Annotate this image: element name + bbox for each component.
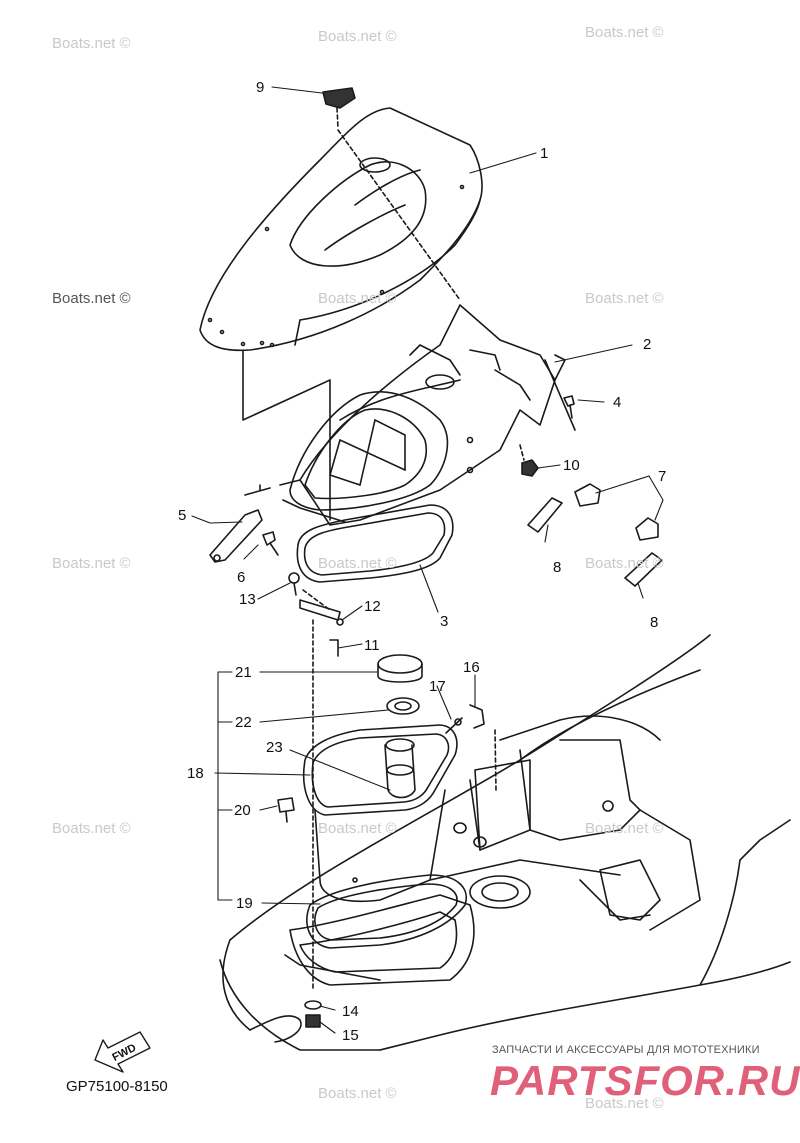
seal-part-3 (296, 504, 454, 583)
callout-17: 17 (429, 678, 446, 695)
callout-14: 14 (342, 1003, 359, 1020)
callout-20: 20 (234, 802, 251, 819)
callout-8: 8 (553, 559, 561, 576)
callout-10: 10 (563, 457, 580, 474)
callout-9: 9 (256, 79, 264, 96)
clip-parts-16-17 (445, 704, 497, 791)
brand-logo: PARTSFOR.RU (490, 1057, 800, 1104)
callout-3: 3 (440, 613, 448, 630)
callout-21: 21 (235, 664, 252, 681)
footer-tagline: ЗАПЧАСТИ И АКСЕССУАРЫ ДЛЯ МОТОТЕХНИКИ (492, 1044, 760, 1056)
watermark: Boats.net © (52, 35, 131, 52)
callout-13: 13 (239, 591, 256, 608)
hood-cover-part-1 (199, 107, 483, 352)
callout-19: 19 (236, 895, 253, 912)
watermark: Boats.net © (52, 820, 131, 837)
callout-5: 5 (178, 507, 186, 524)
assembly-guide-lines (242, 349, 576, 991)
gasket-part-19 (306, 874, 467, 949)
callout-22: 22 (235, 714, 252, 731)
callout-23: 23 (266, 739, 283, 756)
washer-part-22 (386, 697, 420, 715)
callout-11: 11 (364, 637, 380, 654)
vent-housing (289, 391, 449, 511)
nut-part-10 (519, 444, 539, 477)
nut-part-15 (305, 1014, 321, 1028)
callout-2: 2 (643, 336, 651, 353)
diagram-code: GP75100-8150 (66, 1078, 168, 1095)
plug-part-20 (277, 797, 295, 823)
callout-7: 7 (658, 468, 666, 485)
callout-12: 12 (364, 598, 381, 615)
callout-8b: 8 (650, 614, 658, 631)
watermark: Boats.net © (585, 555, 664, 572)
watermark: Boats.net © (585, 290, 664, 307)
watermark: Boats.net © (318, 28, 397, 45)
watermark: Boats.net © (52, 555, 131, 572)
pin-part-6 (262, 531, 279, 556)
fwd-arrow-icon (94, 1031, 151, 1073)
latch-part-5 (209, 487, 271, 563)
washer-part-14 (304, 1000, 322, 1010)
callout-18: 18 (187, 765, 204, 782)
callout-4: 4 (613, 394, 621, 411)
cap-part-21 (377, 654, 423, 683)
watermark: Boats.net © (318, 290, 397, 307)
screw-part-4 (563, 395, 575, 419)
watermark: Boats.net © (585, 820, 664, 837)
watermark: Boats.net © (318, 555, 397, 572)
watermark: Boats.net © (585, 24, 664, 41)
watermark: Boats.net © (318, 820, 397, 837)
cap-part-7 (574, 483, 659, 541)
knob-part-9 (322, 87, 461, 301)
watermark: Boats.net © (318, 1085, 397, 1102)
callout-16: 16 (463, 659, 480, 676)
hull-illustration (219, 634, 791, 1051)
callout-6: 6 (237, 569, 245, 586)
callout-15: 15 (342, 1027, 359, 1044)
bracket-frame-part-2 (279, 304, 566, 526)
pad-part-8 (527, 497, 663, 587)
leader-lines (191, 86, 664, 1034)
watermark: Boats.net © (52, 290, 131, 307)
hardware-parts-11-13 (288, 572, 344, 657)
watermark: Boats.net © (585, 1095, 664, 1112)
callout-1: 1 (540, 145, 548, 162)
